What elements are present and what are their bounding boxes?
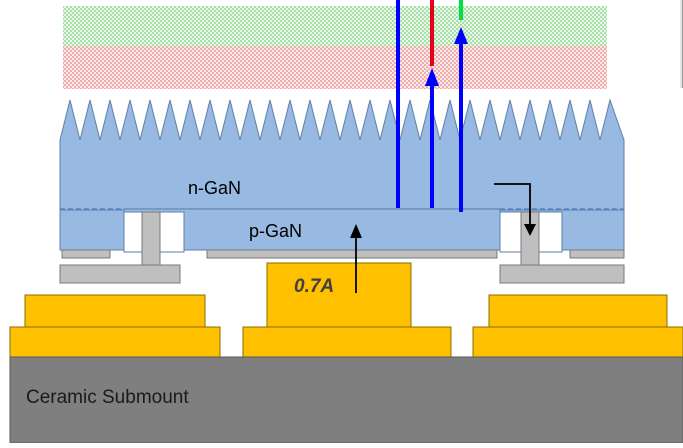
blue-ray-right-arrowhead [454, 27, 468, 44]
right-gold-bottom [472, 326, 683, 358]
center-gold-bottom [242, 326, 452, 358]
center-gold-pillar [266, 262, 412, 331]
left-gold-bottom [9, 326, 221, 358]
p-gan-label: p-GaN [249, 221, 302, 241]
red-emission-band [63, 46, 607, 89]
blue-ray-middle-arrowhead [425, 68, 439, 86]
current-arrow-center-head [350, 224, 362, 238]
left-gold-top [24, 294, 206, 329]
green-emission-band [63, 6, 607, 46]
left-contact-strip [61, 249, 111, 259]
ceramic-submount [9, 356, 683, 444]
right-gold-top [488, 294, 668, 329]
left-lower-contact [59, 264, 181, 284]
right-contact-strip [569, 249, 625, 259]
current-arrow-right-head [524, 224, 536, 236]
p-contact-strip [206, 249, 498, 259]
current-label: 0.7A [294, 276, 334, 297]
left-mesa-step [59, 209, 125, 251]
n-gan-label: n-GaN [188, 178, 241, 198]
substrate-label: Ceramic Submount [26, 387, 189, 408]
right-lower-contact [499, 264, 625, 284]
current-arrow-right [494, 183, 531, 232]
